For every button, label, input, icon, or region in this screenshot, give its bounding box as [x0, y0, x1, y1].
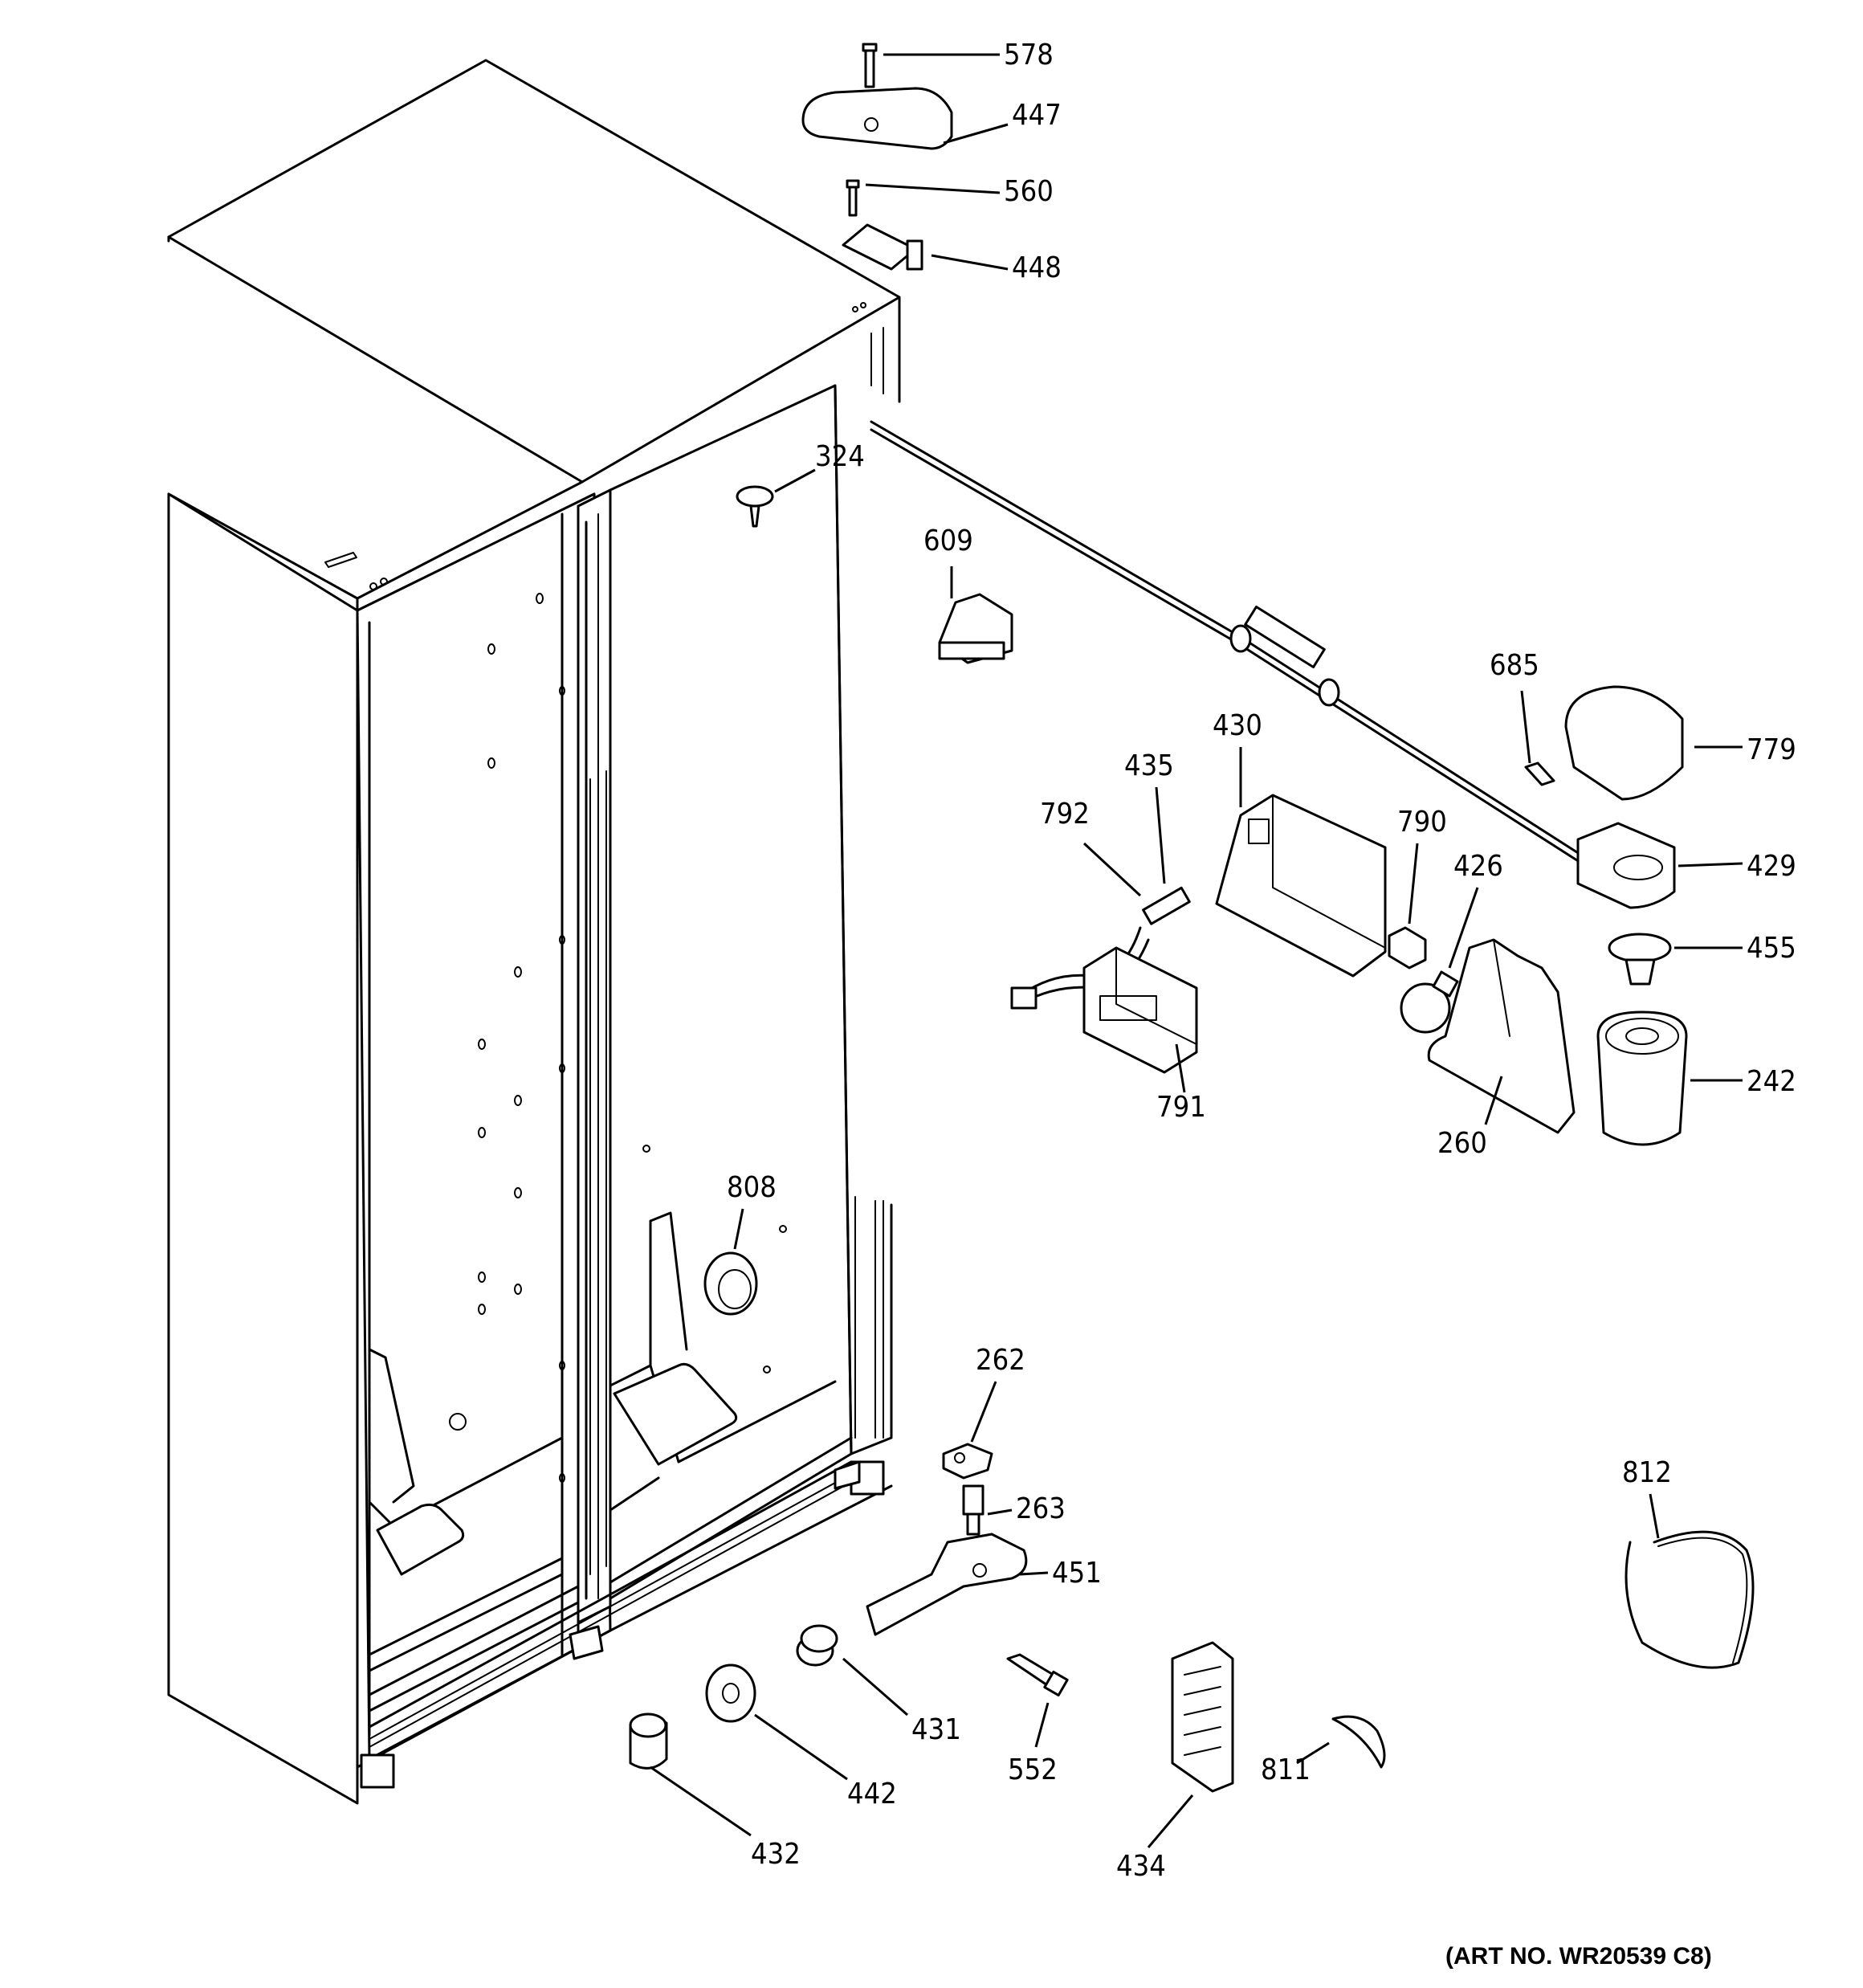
label-429: 430: [1213, 709, 1262, 742]
part-609-switch[interactable]: 609: [923, 525, 1013, 664]
label-578: 578: [1004, 39, 1054, 71]
label-262: 262: [976, 1344, 1025, 1377]
label-808: 808: [727, 1171, 777, 1204]
label-434: 434: [1116, 1850, 1166, 1883]
part-426-control-module[interactable]: 791: [1082, 946, 1206, 1124]
label-791: 455: [1747, 932, 1796, 965]
part-779-filter-cover[interactable]: 779: [1564, 685, 1796, 801]
part-442-washer[interactable]: 442: [705, 1663, 897, 1810]
part-435-light-bulb[interactable]: 426: [1400, 850, 1503, 1034]
label-779: 779: [1747, 733, 1796, 766]
label-792: 429: [1747, 850, 1796, 883]
part-685-screw[interactable]: 685: [1490, 649, 1555, 786]
part-811-clip[interactable]: 811: [1261, 1715, 1386, 1786]
label-260: 260: [1437, 1127, 1487, 1160]
part-431-bushing[interactable]: 431: [796, 1624, 961, 1746]
label-435: 426: [1453, 850, 1503, 883]
part-455-thermistor[interactable]: 435: [1124, 749, 1191, 925]
label-560: 560: [1004, 175, 1054, 208]
part-263-hinge-pin[interactable]: 263: [962, 1484, 1066, 1536]
label-451: 451: [1052, 1557, 1102, 1590]
part-447-hinge-cover[interactable]: 447: [801, 87, 1062, 150]
label-812: 812: [1622, 1456, 1672, 1489]
label-448: 448: [1012, 251, 1062, 284]
part-324-plug[interactable]: 324: [736, 440, 865, 528]
label-609: 609: [923, 525, 973, 557]
part-790-water-filter[interactable]: 242: [1596, 1010, 1796, 1146]
label-430: 790: [1397, 806, 1447, 839]
water-tube: [870, 420, 1584, 865]
part-791-filter-bypass[interactable]: 455: [1608, 932, 1796, 986]
part-430-light-socket[interactable]: 790: [1388, 806, 1447, 970]
label-442: 442: [847, 1778, 897, 1810]
part-432-spacer[interactable]: 432: [629, 1712, 801, 1871]
label-552: 552: [1008, 1753, 1058, 1786]
part-578-screw[interactable]: 578: [862, 39, 1054, 88]
part-812-tubing[interactable]: 812: [1622, 1456, 1755, 1669]
label-790: 242: [1747, 1065, 1796, 1098]
label-242: 792: [1040, 798, 1090, 831]
label-426: 791: [1156, 1091, 1206, 1124]
label-685: 685: [1490, 649, 1539, 682]
label-263: 263: [1016, 1492, 1066, 1525]
part-434-kickplate-grille[interactable]: 434: [1116, 1641, 1234, 1883]
part-560-screw[interactable]: 560: [846, 175, 1054, 217]
part-260-light-shield[interactable]: 260: [1427, 938, 1576, 1160]
label-324: 324: [815, 440, 865, 473]
part-448-top-hinge[interactable]: 448: [842, 223, 1062, 284]
label-447: 447: [1012, 99, 1062, 132]
part-808-plug[interactable]: 808: [703, 1171, 777, 1316]
part-552-screw[interactable]: 552: [1006, 1653, 1069, 1786]
part-429-light-housing[interactable]: 430: [1213, 709, 1387, 978]
label-455: 435: [1124, 749, 1174, 782]
label-432: 432: [751, 1838, 801, 1871]
part-792-filter-head[interactable]: 429: [1576, 822, 1796, 909]
art-number: (ART NO. WR20539 C8): [1445, 1943, 1712, 1970]
label-811: 811: [1261, 1753, 1311, 1786]
refrigerator-cabinet: [167, 59, 901, 1805]
label-431: 431: [911, 1713, 961, 1746]
part-451-bottom-hinge[interactable]: 451: [866, 1533, 1102, 1636]
part-262-cam[interactable]: 262: [942, 1344, 1025, 1480]
